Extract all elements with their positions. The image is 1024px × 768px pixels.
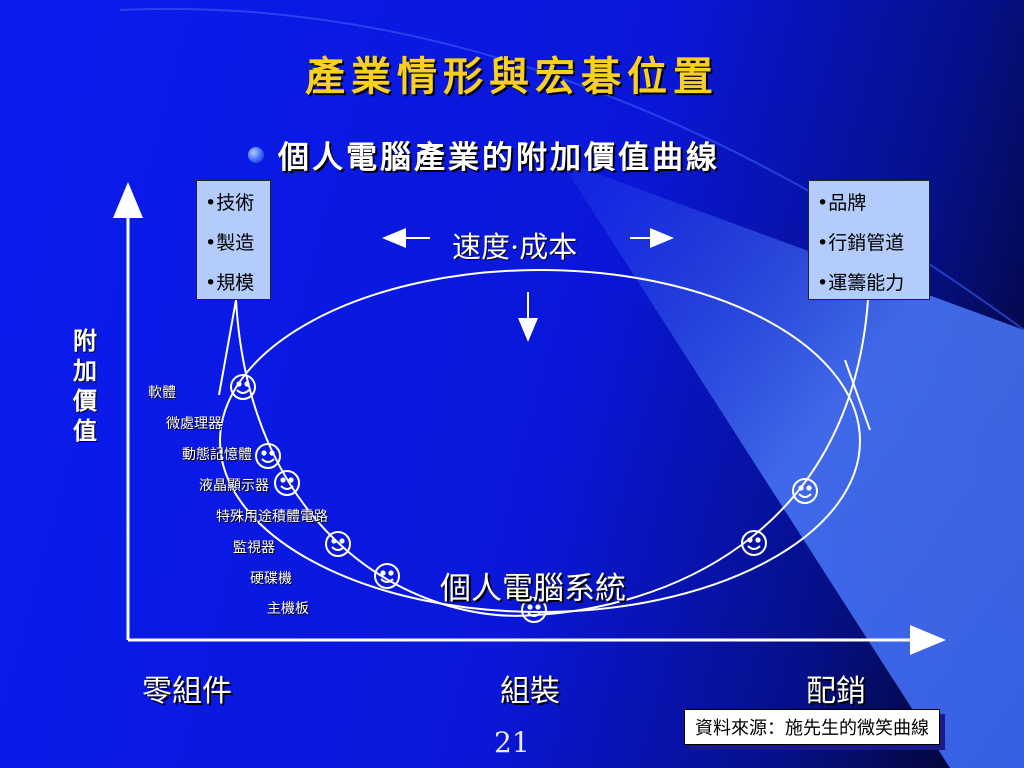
component-label: 動態記憶體 [182,447,252,463]
smiley-icon [741,530,767,556]
x-axis-label-assembly: 組裝 [500,674,560,709]
component-label: 微處理器 [166,416,222,432]
right-box-item: •行銷管道 [817,232,905,254]
smiley-icon [521,597,547,623]
component-label: 液晶顯示器 [199,478,269,494]
bullet-heading: 個人電腦產業的附加價值曲線 [248,132,720,177]
left-box-item: •規模 [205,272,255,294]
left-box-item: •技術 [205,192,255,214]
left-box-item: •製造 [205,232,255,254]
smiley-icon [274,470,300,496]
cycle-ellipse [219,269,861,613]
right-box-item: •品牌 [817,192,867,214]
component-label: 硬碟機 [250,571,292,587]
bullet-text: 個人電腦產業的附加價值曲線 [278,140,720,176]
curve-tail-left [218,299,237,396]
smiley-icon [374,563,400,589]
left-feature-box: •技術 •製造 •規模 [196,180,271,300]
y-axis-char: 價 [73,386,97,415]
component-label: 軟體 [148,385,176,401]
smiley-icon [325,531,351,557]
curve-tail-right [844,359,871,431]
page-number: 21 [494,726,530,759]
page-title: 產業情形與宏碁位置 [305,53,719,100]
component-label: 主機板 [267,601,309,617]
center-label: 個人電腦系統 [440,571,626,607]
bullet-dot-icon [248,146,264,163]
smiley-icon [230,374,256,400]
y-axis-char: 附 [73,326,97,355]
component-label: 特殊用途積體電路 [216,509,328,525]
x-axis-label-distribution: 配銷 [806,674,866,709]
x-axis-label-components: 零組件 [142,674,232,709]
y-axis-char: 值 [73,416,97,445]
smiley-icon [255,443,281,469]
smiley-icon [792,478,818,504]
right-box-item: •運籌能力 [817,272,905,294]
light-beam [560,160,1024,768]
y-axis-label: 附 加 價 值 [70,326,100,446]
y-axis-char: 加 [73,356,97,385]
component-label: 監視器 [233,540,275,556]
source-note: 資料來源：施先生的微笑曲線 [684,709,940,745]
speed-cost-label: 速度·成本 [452,230,578,264]
right-feature-box: •品牌 •行銷管道 •運籌能力 [808,180,930,300]
